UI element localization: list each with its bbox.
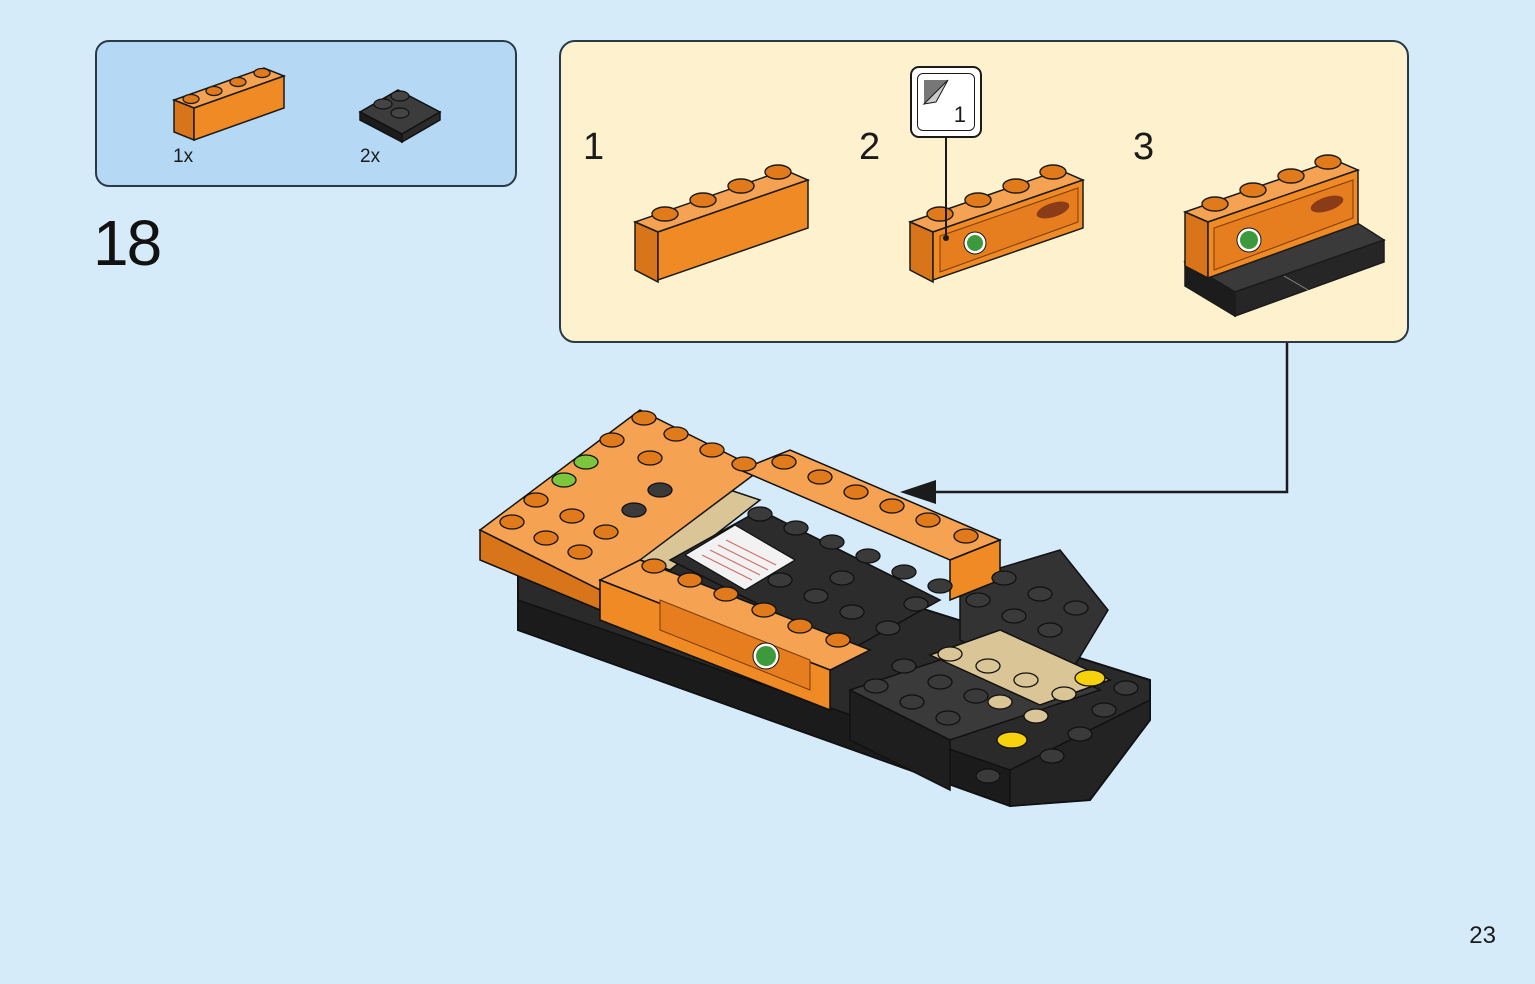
sticker-sheet-icon: 1: [917, 73, 975, 131]
sub-step-label-2: 2: [859, 126, 881, 168]
model-deck-sticker: [683, 524, 797, 591]
step-number: 18: [93, 207, 162, 279]
model-studs: [499, 410, 1139, 784]
page-number: 23: [1469, 922, 1496, 949]
sub-step-1-brick: [632, 164, 811, 284]
sticker-peel-icon: [922, 79, 949, 105]
orange-brick-1x4-part: [171, 67, 287, 142]
part-count-black-plate: 2x: [360, 146, 381, 167]
part-count-orange-brick: 1x: [173, 146, 194, 167]
sticker-number: 1: [953, 102, 966, 127]
sub-step-2-brick: [907, 138, 1086, 284]
model-orange-side-long: [738, 449, 1002, 602]
sub-step-label-1: 1: [583, 126, 605, 168]
sub-step-label-3: 3: [1133, 126, 1155, 168]
black-plate-2x2-part: [358, 89, 442, 144]
model-orange-side-sticker-brick: [598, 559, 872, 712]
parts-list-box: [95, 40, 517, 187]
sticker-callout: 1: [910, 66, 982, 138]
sub-step-3-assembly: [1182, 154, 1386, 318]
